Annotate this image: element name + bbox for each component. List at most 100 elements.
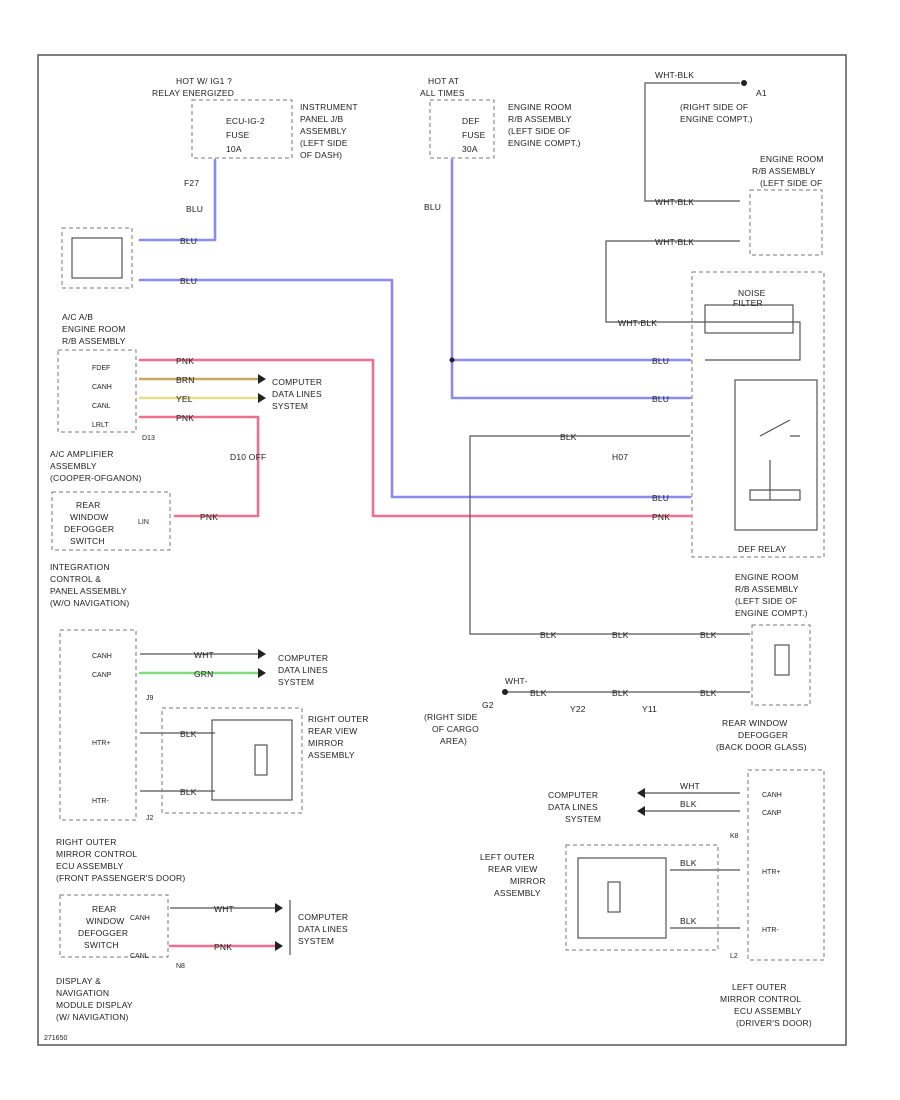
fuse-location: (LEFT SIDE: [300, 138, 348, 148]
pin-label: CANH: [92, 384, 112, 391]
mirror-caption: ECU ASSEMBLY: [56, 861, 124, 871]
cdl-label: SYSTEM: [278, 677, 314, 687]
switch-title: WINDOW: [70, 512, 109, 522]
relay-switch-icon: [749, 419, 801, 501]
pin-label: CANP: [92, 672, 112, 679]
engine-rb-top-box: [749, 189, 823, 256]
fuse-location: OF DASH): [300, 150, 342, 160]
ground-location: ENGINE COMPT.): [680, 114, 753, 124]
defogger-title: (BACK DOOR GLASS): [716, 742, 807, 752]
fuse-location: R/B ASSEMBLY: [508, 114, 572, 124]
cdl-label: DATA LINES: [548, 802, 598, 812]
arrow-icon: [637, 806, 645, 816]
component-boxes: [51, 99, 825, 961]
arrow-icon: [275, 941, 283, 951]
rear-defogger-box: [751, 624, 811, 706]
mirror-caption: MIRROR CONTROL: [56, 849, 137, 859]
wire-color-label: BLU: [180, 276, 197, 286]
switch-title: REAR: [76, 500, 100, 510]
defogger-title: DEFOGGER: [738, 730, 788, 740]
wire-pnk-lin: [138, 415, 260, 518]
mirror-title: MIRROR: [510, 876, 546, 886]
fuse-location: INSTRUMENT: [300, 102, 358, 112]
display-caption: (W/ NAVIGATION): [56, 1012, 129, 1022]
conn-label: J9: [146, 695, 154, 702]
conn-label: N8: [176, 963, 185, 970]
mirror-caption: (DRIVER'S DOOR): [736, 1018, 812, 1028]
cdl-label: DATA LINES: [278, 665, 328, 675]
defogger-location: ENGINE ROOM: [735, 572, 799, 582]
mirror-title: ASSEMBLY: [308, 750, 355, 760]
noise-filter-title: FILTER: [733, 298, 763, 308]
cdl-label: SYSTEM: [298, 936, 334, 946]
pin-label: CANL: [130, 953, 149, 960]
fuse-name: DEF: [462, 116, 480, 126]
wire-color-label: WHT-BLK: [655, 197, 694, 207]
fuse-location: (LEFT SIDE OF: [508, 126, 570, 136]
fuse-location: ENGINE ROOM: [508, 102, 572, 112]
display-title: REAR: [92, 904, 116, 914]
cdl-label: DATA LINES: [298, 924, 348, 934]
noise-filter-box: [704, 304, 794, 334]
wire-color-label: BLU: [180, 236, 197, 246]
cdl-label: DATA LINES: [272, 389, 322, 399]
wire-color-label: BLK: [560, 432, 577, 442]
fuse-left-box: [191, 99, 293, 159]
left-mirror-heater-icon: [607, 881, 621, 913]
switch-title: SWITCH: [70, 536, 105, 546]
wire-color-label: BLU: [652, 394, 669, 404]
wire-color-label: WHT: [194, 650, 214, 660]
splice-label: D10 OFF: [230, 452, 266, 462]
conn-label: K8: [730, 833, 739, 840]
wire-color-label: BLU: [652, 356, 669, 366]
switch-title: DEFOGGER: [64, 524, 114, 534]
wire-color-label: BRN: [176, 375, 195, 385]
noise-filter-line: [690, 321, 801, 361]
ac-rb-inner: [71, 237, 123, 279]
wire-color-label: WHT: [680, 781, 700, 791]
wire-color-label: BLK: [680, 799, 697, 809]
pin-label: HTR+: [762, 869, 780, 876]
fuse-amps: 10A: [226, 144, 242, 154]
wire-blu-relay-coil: [138, 278, 692, 499]
switch-caption: (W/O NAVIGATION): [50, 598, 129, 608]
ground-id: G2: [482, 700, 494, 710]
switch-caption: PANEL ASSEMBLY: [50, 586, 127, 596]
ground-location: (RIGHT SIDE: [424, 712, 478, 722]
wire-blu-ig: [138, 158, 217, 242]
wire-color-label: WHT-BLK: [655, 237, 694, 247]
defogger-location: ENGINE COMPT.): [735, 608, 808, 618]
engine-rb-title: (LEFT SIDE OF: [760, 178, 822, 188]
conn-label: J2: [146, 815, 154, 822]
wire-wht-blk-noise: [605, 240, 740, 323]
conn-label: L2: [730, 953, 738, 960]
arrows: [258, 80, 747, 951]
fuse-location: ENGINE COMPT.): [508, 138, 581, 148]
cdl-label: SYSTEM: [565, 814, 601, 824]
display-title: DEFOGGER: [78, 928, 128, 938]
pin-label: HTR-: [762, 927, 779, 934]
noise-filter-title: NOISE: [738, 288, 766, 298]
ground-location: (RIGHT SIDE OF: [680, 102, 748, 112]
cdl-label: COMPUTER: [278, 653, 328, 663]
mirror-caption: LEFT OUTER: [732, 982, 787, 992]
hot-label: HOT AT: [428, 76, 459, 86]
wire-color-label: BLU: [424, 202, 441, 212]
time-label: ALL TIMES: [420, 88, 465, 98]
pin-label: HTR+: [92, 740, 110, 747]
mirror-caption: ECU ASSEMBLY: [734, 1006, 802, 1016]
switch-caption: CONTROL &: [50, 574, 101, 584]
wire-color-label: BLK: [612, 688, 629, 698]
left-mirror-box: [565, 844, 719, 951]
arrow-icon: [258, 668, 266, 678]
mirror-caption: MIRROR CONTROL: [720, 994, 801, 1004]
arrow-icon: [275, 903, 283, 913]
display-caption: DISPLAY &: [56, 976, 101, 986]
ground-dot-icon: [741, 80, 747, 86]
display-box: [59, 894, 169, 958]
wire-color-label: WHT: [214, 904, 234, 914]
pin-label: CANH: [92, 653, 112, 660]
mirror-title: REAR VIEW: [308, 726, 358, 736]
ac-rb-box: [61, 227, 133, 289]
ac-rb-label: R/B ASSEMBLY: [62, 336, 126, 346]
